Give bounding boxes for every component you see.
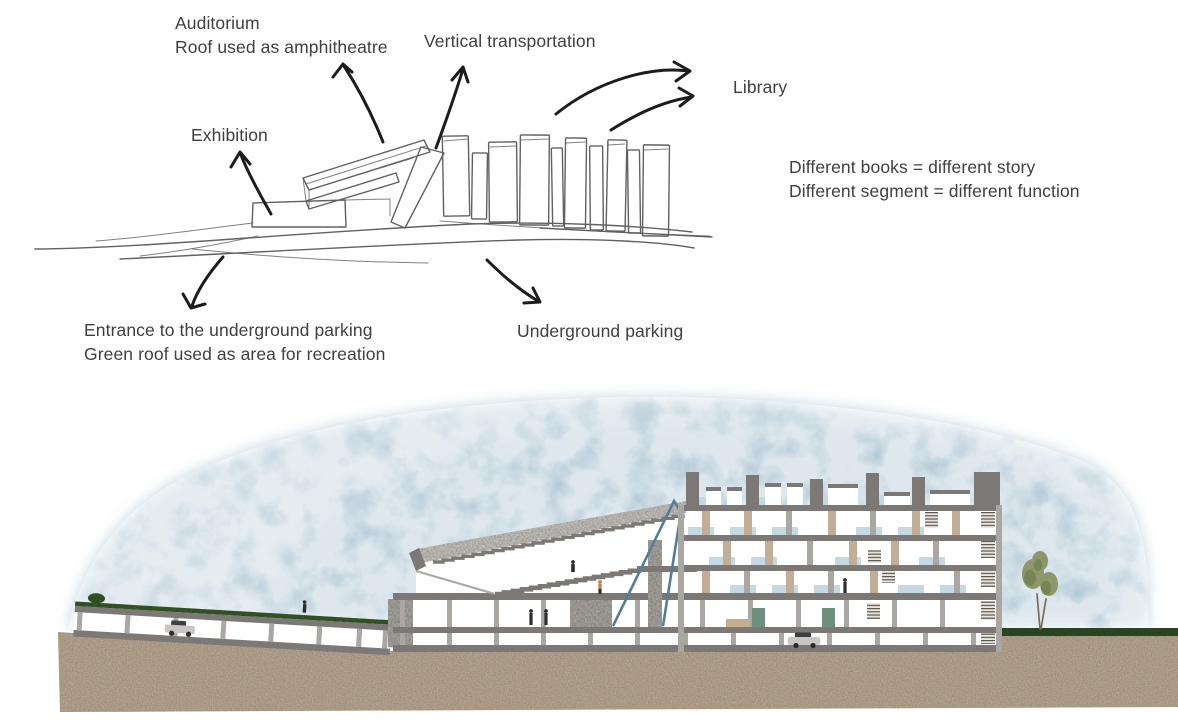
- arrow-entrance: [181, 255, 225, 310]
- annotation-arrows: [181, 60, 695, 310]
- bookshelf: [867, 512, 995, 644]
- escalator-line: [611, 498, 683, 627]
- glazing-panel: [688, 527, 966, 593]
- car: [788, 632, 820, 649]
- parapet-piers: [686, 472, 1000, 505]
- auditorium-wedge: [409, 501, 697, 597]
- sketch-exhibition-box: [251, 198, 391, 228]
- parking-wing: [73, 593, 392, 656]
- label-concept-line2: Different segment = different function: [789, 180, 1080, 201]
- amphitheatre-steps: [433, 514, 685, 564]
- sketch-book-volumes: [441, 134, 671, 237]
- arrow-vertical-transportation: [434, 65, 470, 150]
- label-entrance-line2: Green roof used as area for recreation: [84, 343, 386, 364]
- lift-doors: [752, 608, 835, 627]
- person-figure: [302, 600, 307, 613]
- sketch-auditorium-slabs: [302, 139, 445, 229]
- sketch-ground: [34, 220, 713, 264]
- parking-piers: [76, 612, 389, 649]
- label-concept-note: Different books = different story Differ…: [789, 156, 1080, 203]
- parapet-walls: [706, 483, 970, 505]
- concrete-wall: [570, 540, 662, 627]
- label-concept-line1: Different books = different story: [789, 157, 1036, 177]
- bush: [88, 593, 105, 604]
- building-right-edge: [996, 505, 1002, 652]
- label-library: Library: [733, 77, 788, 97]
- arrow-exhibition: [229, 150, 273, 216]
- building-left-edge: [678, 505, 684, 652]
- timber-piers: [702, 511, 960, 593]
- label-auditorium: Auditorium Roof used as amphitheatre: [175, 12, 388, 59]
- label-entrance: Entrance to the underground parking Gree…: [84, 319, 385, 366]
- wedge-prow: [409, 548, 426, 571]
- label-vertical-transportation: Vertical transportation: [424, 31, 596, 51]
- basement-piers: [400, 633, 976, 645]
- green-roof: [75, 601, 392, 625]
- label-exhibition: Exhibition: [191, 125, 268, 145]
- label-underground-parking: Underground parking: [517, 321, 684, 341]
- raked-seating-steps: [495, 568, 642, 597]
- label-auditorium-line1: Auditorium: [175, 13, 260, 33]
- ground-floor-piers: [400, 600, 945, 627]
- arrow-library-upper: [554, 60, 692, 116]
- person-figure: [529, 560, 847, 625]
- tree: [1022, 551, 1058, 630]
- label-auditorium-line2: Roof used as amphitheatre: [175, 36, 388, 57]
- grass-strip: [1002, 628, 1178, 636]
- car: [164, 620, 195, 637]
- building-slabs: [678, 505, 1002, 571]
- auditorium-interior: [416, 513, 686, 600]
- arrow-underground-parking: [485, 258, 542, 305]
- floor-slabs: [393, 593, 1002, 652]
- counter: [726, 619, 750, 627]
- arrow-library-lower: [609, 86, 695, 132]
- arrow-auditorium: [331, 62, 385, 144]
- library-building: [678, 472, 1002, 652]
- concrete-piers: [744, 511, 960, 593]
- label-entrance-line1: Entrance to the underground parking: [84, 320, 373, 340]
- landing-slab: [637, 566, 697, 572]
